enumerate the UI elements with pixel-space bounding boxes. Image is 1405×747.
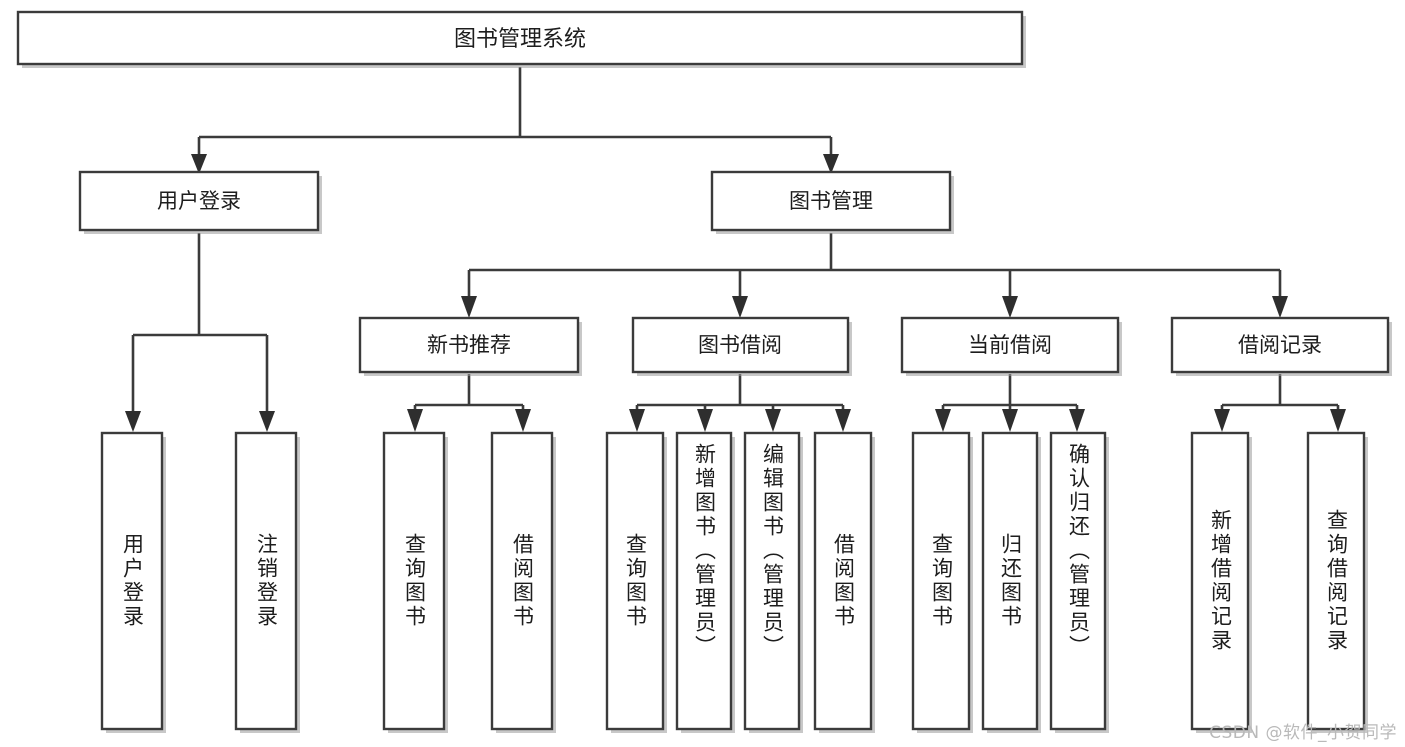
node-leaf-borrow-book-1[interactable] [490, 431, 556, 733]
arrow-bb-l3-icon [765, 409, 781, 432]
leaf-confirm-return-box [1049, 431, 1107, 731]
csdn-watermark: CSDN @软件_小贺同学 [1209, 723, 1397, 743]
leaf-borrow-book-2-box [813, 431, 873, 731]
node-leaf-query-book-1[interactable] [382, 431, 448, 733]
user-login-box [78, 170, 320, 232]
current-borrow-box [900, 316, 1120, 374]
user-login-label: 用户登录 [157, 189, 241, 213]
connectors-borrow-record-to-leaves [1214, 374, 1346, 432]
node-root-system[interactable]: 图书管理系统 [16, 10, 1026, 68]
node-leaf-add-book[interactable] [675, 431, 735, 733]
root-box [16, 10, 1024, 66]
leaf-user-login-box [100, 431, 164, 731]
leaf-query-book-3-box [911, 431, 971, 731]
connectors-root-to-level1 [191, 67, 839, 174]
book-manage-label: 图书管理 [789, 189, 873, 213]
leaf-add-book-box [675, 431, 733, 731]
arrow-br-l1-icon [1214, 409, 1230, 432]
arrow-root-to-user-login-icon [191, 154, 207, 174]
borrow-record-label: 借阅记录 [1238, 333, 1322, 357]
node-current-borrow[interactable]: 当前借阅 [900, 316, 1122, 376]
node-leaf-add-record[interactable] [1190, 431, 1252, 733]
leaf-add-record-box [1190, 431, 1250, 731]
connectors-book-manage-to-level2 [461, 233, 1288, 318]
node-new-book-recommend[interactable]: 新书推荐 [358, 316, 582, 376]
arrow-bm-to-new-book-icon [461, 296, 477, 318]
connectors-book-borrow-to-leaves [629, 374, 851, 432]
connectors-current-borrow-to-leaves [935, 374, 1085, 432]
node-leaf-borrow-book-2[interactable] [813, 431, 875, 733]
node-leaf-query-book-3[interactable] [911, 431, 973, 733]
arrow-user-login-l1-icon [125, 411, 141, 432]
node-leaf-return-book[interactable] [981, 431, 1041, 733]
node-book-borrow[interactable]: 图书借阅 [631, 316, 852, 376]
arrow-nb-l2-icon [515, 409, 531, 432]
new-book-box [358, 316, 580, 374]
arrow-bm-to-book-borrow-icon [732, 296, 748, 318]
root-label: 图书管理系统 [454, 27, 586, 52]
node-leaf-query-record[interactable] [1306, 431, 1368, 733]
new-book-label: 新书推荐 [427, 333, 511, 357]
connectors-new-book-to-leaves [407, 374, 531, 432]
leaf-edit-book-box [743, 431, 801, 731]
arrow-cb-l1-icon [935, 409, 951, 432]
node-user-login[interactable]: 用户登录 [78, 170, 322, 234]
arrow-user-login-l2-icon [259, 411, 275, 432]
arrow-root-to-book-manage-icon [823, 154, 839, 174]
connectors-user-login-to-leaves [125, 233, 275, 432]
node-leaf-query-book-2[interactable] [605, 431, 667, 733]
leaf-query-record-box [1306, 431, 1366, 731]
current-borrow-label: 当前借阅 [968, 333, 1052, 357]
node-leaf-confirm-return[interactable] [1049, 431, 1109, 733]
leaf-borrow-book-1-box [490, 431, 554, 731]
arrow-bm-to-current-borrow-icon [1002, 296, 1018, 318]
book-borrow-box [631, 316, 850, 374]
leaf-logout-login-box [234, 431, 298, 731]
node-leaf-user-login[interactable] [100, 431, 166, 733]
arrow-nb-l1-icon [407, 409, 423, 432]
arrow-cb-l3-icon [1069, 409, 1085, 432]
node-leaf-edit-book[interactable] [743, 431, 803, 733]
leaf-return-book-box [981, 431, 1039, 731]
borrow-record-box [1170, 316, 1390, 374]
arrow-bb-l2-icon [697, 409, 713, 432]
node-book-manage[interactable]: 图书管理 [710, 170, 954, 234]
arrow-bm-to-borrow-record-icon [1272, 296, 1288, 318]
leaf-query-book-2-box [605, 431, 665, 731]
arrow-cb-l2-icon [1002, 409, 1018, 432]
arrow-br-l2-icon [1330, 409, 1346, 432]
node-leaf-logout-login[interactable] [234, 431, 300, 733]
leaf-query-book-1-box [382, 431, 446, 731]
book-borrow-label: 图书借阅 [698, 333, 782, 357]
arrow-bb-l4-icon [835, 409, 851, 432]
node-borrow-record[interactable]: 借阅记录 [1170, 316, 1392, 376]
book-manage-box [710, 170, 952, 232]
arrow-bb-l1-icon [629, 409, 645, 432]
